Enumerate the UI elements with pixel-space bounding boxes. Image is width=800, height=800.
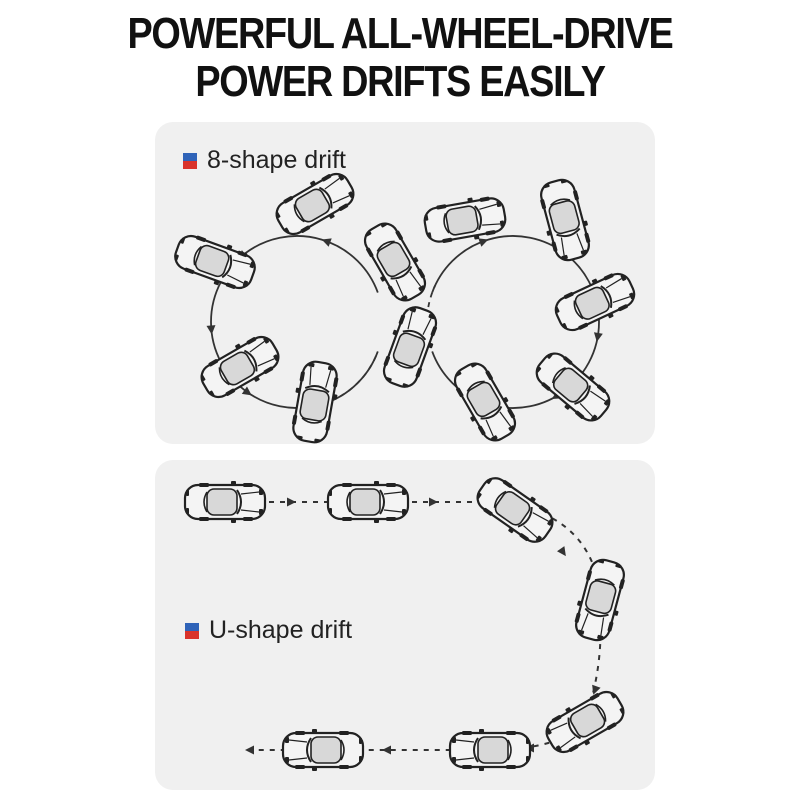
- car-icon: [545, 690, 625, 754]
- car-icon: [326, 481, 410, 523]
- eight-shape-cars: [174, 172, 636, 444]
- car-icon: [200, 335, 280, 399]
- car-icon: [275, 172, 355, 236]
- car-icon: [476, 477, 554, 543]
- arrowhead-icon: [321, 238, 332, 247]
- car-icon: [448, 729, 532, 771]
- drift-path: [225, 501, 602, 751]
- car-icon: [281, 729, 365, 771]
- eight-shape-label: 8-shape drift: [183, 146, 346, 175]
- u-shape-label: U-shape drift: [185, 616, 352, 645]
- u-shape-cars: [183, 477, 625, 771]
- arrowhead-icon: [593, 332, 603, 342]
- u-shape-panel: U-shape drift: [155, 460, 655, 790]
- arrowhead-icon: [245, 745, 254, 755]
- flag-icon: [183, 152, 197, 169]
- car-icon: [174, 234, 256, 290]
- car-icon: [554, 272, 636, 332]
- flag-top: [183, 152, 197, 161]
- car-icon: [535, 352, 611, 422]
- u-shape-label-text: U-shape drift: [209, 616, 353, 644]
- eight-shape-panel: 8-shape drift: [155, 122, 655, 444]
- arrowhead-icon: [382, 745, 391, 755]
- eight-shape-label-text: 8-shape drift: [207, 146, 346, 174]
- car-icon: [363, 222, 427, 302]
- car-icon: [540, 178, 591, 262]
- car-icon: [423, 196, 507, 243]
- car-icon: [574, 558, 625, 642]
- arrowhead-icon: [241, 386, 252, 396]
- u-shape-diagram: [183, 477, 625, 771]
- flag-bottom: [183, 160, 197, 169]
- arrowhead-icon: [557, 546, 566, 557]
- u-shape-path: [225, 497, 608, 755]
- arrowhead-icon: [287, 497, 296, 507]
- flag-icon: [185, 622, 199, 639]
- arrowhead-icon: [206, 325, 216, 335]
- car-icon: [453, 362, 517, 442]
- arrowhead-icon: [592, 684, 601, 695]
- drift-path: [339, 351, 379, 398]
- eight-shape-diagram: [174, 172, 636, 444]
- headline: POWERFUL ALL-WHEEL-DRIVE POWER DRIFTS EA…: [0, 10, 800, 106]
- car-icon: [292, 360, 339, 444]
- car-icon: [183, 481, 267, 523]
- headline-line-2: POWER DRIFTS EASILY: [195, 57, 606, 106]
- arrowhead-icon: [478, 238, 489, 247]
- flag-bottom: [185, 630, 199, 639]
- headline-line-1: POWERFUL ALL-WHEEL-DRIVE: [127, 9, 673, 58]
- arrowhead-icon: [429, 497, 438, 507]
- car-icon: [382, 306, 438, 388]
- flag-top: [185, 622, 199, 631]
